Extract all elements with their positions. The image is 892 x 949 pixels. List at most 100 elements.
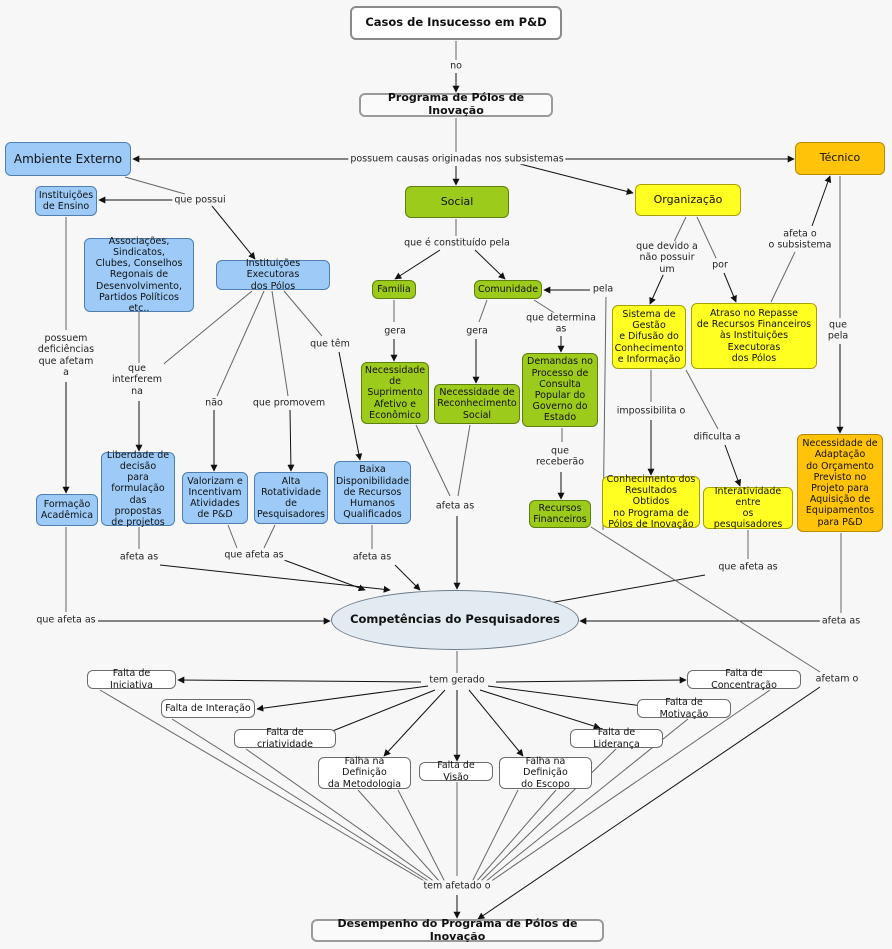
node-falha-metodologia: Falha na Definição da Metodologia [318,756,411,790]
node-associacoes: Associações, Sindicatos, Clubes, Conselh… [84,236,194,314]
link-label-por: por [710,259,730,271]
connector-line [479,689,601,730]
node-valorizam: Valorizam e Incentivam Atividades de P&D [182,472,248,524]
node-necessidade-adaptacao: Necessidade de Adaptação do Orçamento Pr… [797,434,883,532]
link-label-tem-gerado: tem gerado [427,674,487,686]
connector-line [159,290,253,368]
node-programa-polos: Programa de Pólos de Inovação [359,91,553,117]
link-label-gera-2: gera [464,325,490,337]
connector-line [283,559,366,592]
connector-line [489,689,771,883]
link-label-que-afeta-as-3: que afeta as [34,614,98,626]
node-sistema-gestao: Sistema de Gestão e Difusão do Conhecime… [612,305,686,369]
connector-line [357,789,441,883]
node-demandas: Demandas no Processo de Consulta Popular… [522,353,598,427]
link-label-pela: pela [590,283,616,295]
node-organizacao: Organização [635,184,741,216]
connector-line [227,524,238,549]
link-label-afeta-as-4: afeta as [819,615,863,627]
node-falha-escopo: Falha na Definição do Escopo [499,756,592,790]
node-falta-motivacao: Falta de Motivação [637,697,731,720]
link-label-afeta-subsistema: afeta o o subsistema [766,228,834,252]
node-necessidade-suprimento: Necessidade de Suprimento Afetivo e Econ… [361,362,429,424]
link-label-que-interferem: que interferem na [109,362,165,398]
connector-line [256,685,429,712]
node-familia: Familia [372,280,416,299]
link-label-afeta-as-1: afeta as [433,500,477,512]
link-label-que-possui: que possui [172,194,228,206]
node-comunidade: Comunidade [474,280,542,299]
connector-line [468,689,524,757]
connector-line [475,789,557,883]
node-baixa-disponibilidade: Baixa Disponibilidade de Recursos Humano… [334,461,411,524]
node-formacao-academica: Formação Acadêmica [36,494,98,526]
node-alta-rotatividade: Alta Rotatividade de Pesquisadores [254,472,328,524]
node-instituicoes-executoras: Instituições Executoras dos Pólos [216,258,330,292]
connector-line [649,272,665,305]
node-interatividade: Interatividade entre os pesquisadores [703,486,793,530]
connector-line [533,299,557,315]
node-falta-visao: Falta de Visão [419,760,493,783]
connector-line [171,718,431,883]
connector-line [124,176,186,195]
connector-line [519,163,634,195]
connector-line [696,216,717,259]
connector-line [394,564,421,591]
connector-line [397,789,446,883]
node-social: Social [405,186,509,218]
connector-line [415,424,451,497]
connector-line [479,748,617,883]
node-falta-interacao: Falta de Interação [161,699,255,718]
link-label-no: no [448,60,464,72]
link-label-afeta-as-2: afeta as [117,551,161,563]
connector-line [314,689,436,739]
link-label-que-afeta-as-1: que afeta as [222,549,286,561]
link-label-possuem-causas: possuem causas originadas nos subsistema… [348,153,566,165]
link-label-que-tem: que têm [308,338,352,350]
connector-line [394,249,441,280]
node-competencias: Competências do Pesquisadores [331,590,579,650]
connector-line [543,574,706,607]
connector-line [245,748,436,883]
node-desempenho: Desempenho do Programa de Pólos de Inova… [311,917,604,942]
connector-line [478,299,488,323]
connector-line [271,290,289,397]
link-label-que-receberao: que receberão [533,445,587,469]
node-tecnico: Técnico [795,142,885,175]
connector-line [477,686,821,920]
link-label-impossibilita: impossibilita o [614,405,688,417]
connector-line [723,272,737,303]
connector-line [338,351,363,461]
node-conhecimento-resultados: Conhecimento dos Resultados Obtidos no P… [602,474,700,530]
node-ambiente-externo: Ambiente Externo [5,142,131,176]
connector-line [177,676,422,684]
link-label-dificulta: dificulta a [691,431,743,443]
link-label-que-e-constituido: que é constituído pela [402,237,512,249]
node-atraso-repasse: Atraso no Repasse de Recursos Financeiro… [691,303,817,369]
connector-line [471,789,519,883]
link-label-que-pela: que pela [825,319,851,343]
link-label-que-determina: que determina as [524,312,598,336]
connector-line [159,564,391,593]
connector-line [724,444,742,487]
node-liberdade-decisao: Liberdade de decisão para formulação das… [101,450,175,528]
link-label-afetam-o: afetam o [813,673,861,685]
link-label-que-promovem: que promovem [250,397,328,409]
connector-line [770,251,796,303]
node-falta-concentracao: Falta de Concentração [687,668,801,691]
node-falta-criatividade: Falta de criatividade [234,727,336,750]
connector-line [811,175,832,227]
connector-line [99,689,427,883]
link-label-que-afeta-as-2: que afeta as [716,561,780,573]
connector-line [211,205,256,260]
connector-line [474,249,506,280]
connector-line [457,424,471,497]
connector-line [263,524,276,549]
link-label-afeta-as-3: afeta as [350,551,394,563]
node-casos-insucesso: Casos de Insucesso em P&D [350,6,562,40]
connector-line [216,290,265,397]
connector-line [590,526,821,673]
connector-line [487,685,667,712]
link-label-tem-afetado: tem afetado o [421,880,493,892]
